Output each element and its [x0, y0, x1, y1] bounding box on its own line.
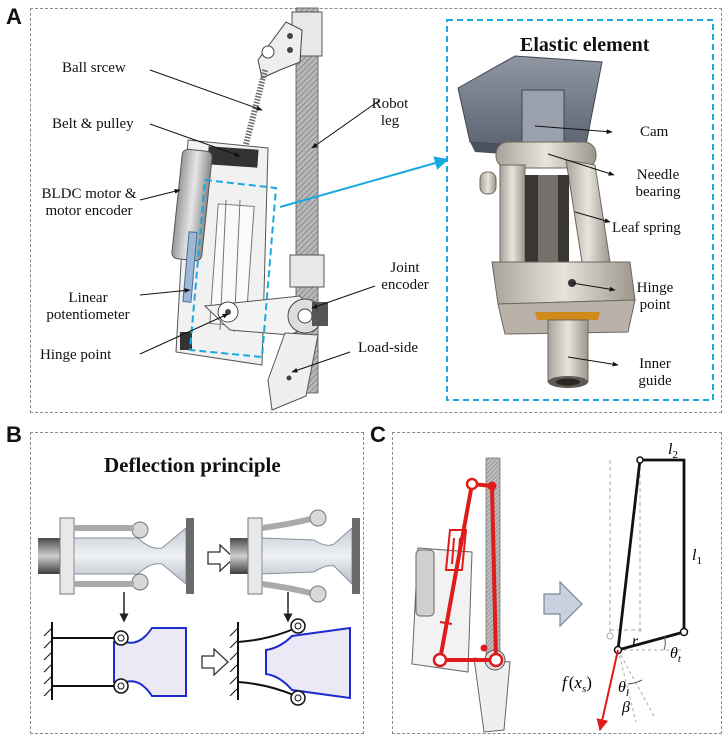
panel-a-leaders [139, 69, 381, 373]
symbol-f-xs: f(xs) [562, 673, 592, 695]
label-inner-guide: Inner guide [625, 356, 685, 390]
elastic-title: Elastic element [520, 34, 650, 56]
deflection-render-undeformed [38, 517, 194, 595]
panel-b-title: Deflection principle [104, 453, 281, 477]
label-bldc-line2: motor encoder [45, 203, 133, 219]
label-elastic-hinge-line2: point [639, 297, 671, 313]
symbol-r: r [632, 633, 639, 650]
panel-a-frame [30, 8, 722, 413]
label-linear-pot-line1: Linear [68, 290, 108, 306]
label-cam: Cam [640, 124, 669, 140]
label-elastic-hinge-line1: Hinge [636, 280, 674, 296]
panel-b-letter: B [6, 422, 22, 447]
elastic-element-render [457, 55, 636, 388]
label-robot-leg-line2: leg [380, 113, 400, 129]
label-needle-line2: bearing [635, 184, 681, 200]
panel-a-letter: A [6, 4, 22, 29]
to-schematic-arrow [543, 580, 583, 628]
lever-link [203, 295, 328, 411]
symbol-l2: l2 [668, 441, 678, 461]
callout-arrow [279, 156, 449, 208]
transition-arrow-top [207, 543, 235, 573]
label-needle-line1: Needle [636, 167, 680, 183]
schematic-undeformed [43, 622, 187, 700]
label-linear-pot-line2: potentiometer [46, 307, 130, 323]
panel-c-drawing: l2 l1 r θt θl β f(xs) [411, 441, 702, 733]
label-joint-encoder-line1: Joint [390, 260, 420, 276]
label-joint-encoder-line2: encoder [381, 277, 429, 293]
label-inner-guide-line2: guide [638, 373, 672, 389]
label-leaf-spring: Leaf spring [612, 220, 681, 236]
label-bldc-motor: BLDC motor & motor encoder [34, 186, 144, 220]
elastic-leaders [534, 125, 619, 367]
label-robot-leg-line1: Robot [371, 96, 409, 112]
label-load-side: Load-side [358, 340, 418, 356]
label-ball-screw: Ball srcew [62, 60, 126, 76]
panel-b-frame [30, 432, 364, 734]
label-inner-guide-line1: Inner [639, 356, 671, 372]
label-needle-bearing: Needle bearing [618, 167, 698, 201]
label-joint-encoder: Joint encoder [370, 260, 440, 294]
label-hinge-point: Hinge point [40, 347, 112, 363]
panel-c-frame [392, 432, 722, 734]
panel-b-drawing [38, 509, 360, 706]
symbol-theta-l: θl [618, 679, 629, 699]
ball-screw [241, 21, 303, 153]
label-elastic-hinge-point: Hinge point [625, 280, 685, 314]
label-bldc-line1: BLDC motor & [41, 186, 137, 202]
symbol-l1: l1 [692, 547, 702, 567]
transition-arrow-bottom [201, 647, 229, 677]
robot-leg [289, 7, 325, 394]
label-linear-potentiometer: Linear potentiometer [38, 290, 138, 324]
red-linkage-overlay [432, 477, 504, 668]
deflection-render-deformed [230, 509, 360, 603]
label-belt-pulley: Belt & pulley [52, 116, 134, 132]
panel-c-letter: C [370, 422, 386, 447]
symbol-beta: β [621, 699, 630, 716]
elastic-inset-frame [446, 19, 714, 401]
label-robot-leg: Robot leg [360, 96, 420, 130]
schematic-deformed [229, 618, 351, 706]
panel-a-drawing [139, 7, 714, 411]
mini-robot-render [411, 457, 511, 733]
elastic-selection-box [188, 178, 278, 359]
symbol-theta-t: θt [670, 645, 682, 665]
kinematic-schematic [596, 456, 689, 732]
